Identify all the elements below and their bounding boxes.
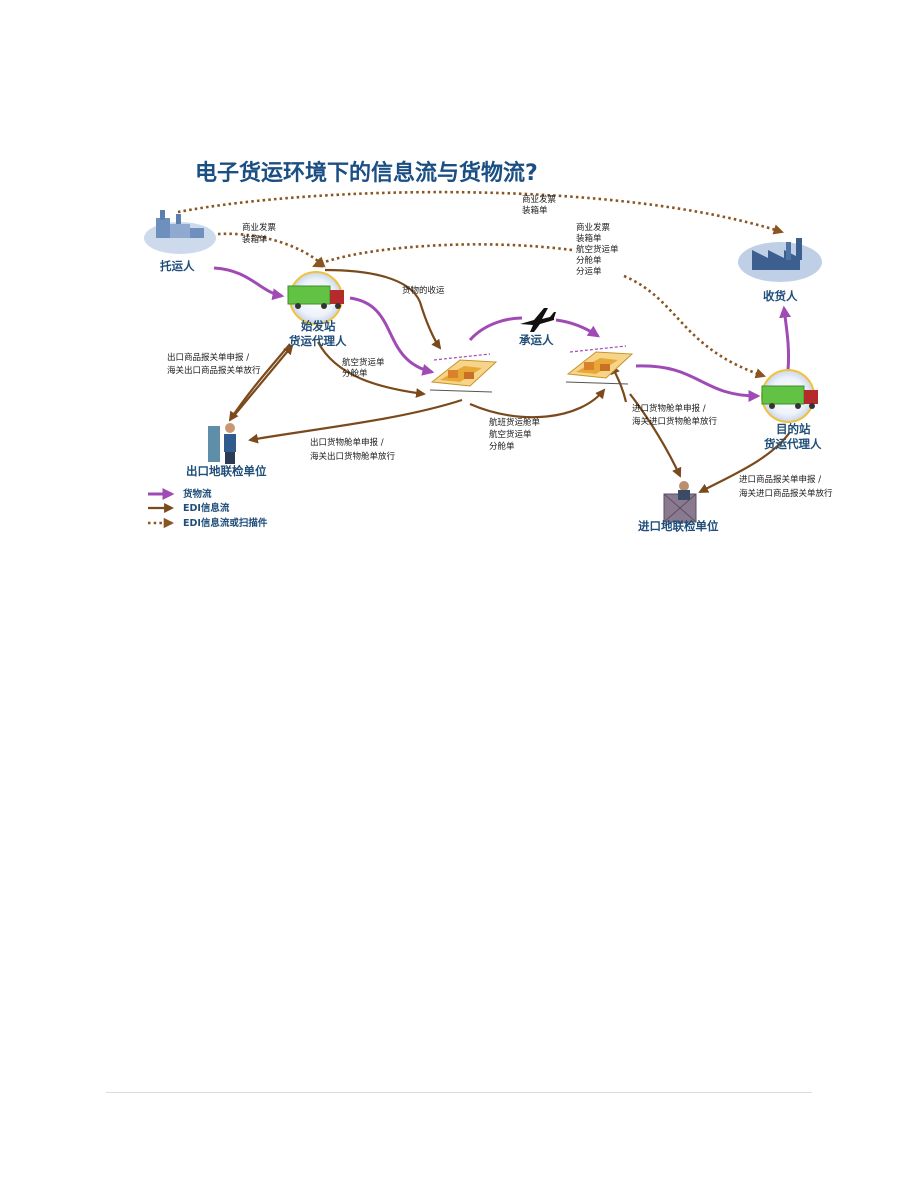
airplane-icon — [520, 308, 556, 332]
label-line: 航空货运单 — [342, 357, 385, 368]
label-line: 分运单 — [576, 266, 602, 277]
airport-hub-icon — [429, 353, 498, 393]
label-origin-to-hub: 航空货运单 分舱单 — [342, 357, 385, 379]
label-line: 商业发票 — [242, 222, 277, 233]
scan-shipper-to-origin — [217, 232, 326, 268]
cargo-hub-to-destination — [635, 364, 761, 402]
edi-receipt-to-hub — [324, 268, 442, 350]
label-right-docs: 商业发票 装箱单 航空货运单 分舱单 分运单 — [576, 222, 619, 277]
edi-destination-to-import — [698, 431, 791, 493]
label-line: 商业发票 — [522, 194, 557, 205]
label-line: 进口货物舱单申报 / — [632, 403, 706, 414]
scan-right-to-destination — [623, 274, 766, 379]
label-line: 航空货运单 — [576, 244, 619, 255]
legend-cargo-label: 货物流 — [182, 488, 212, 500]
cargo-destination-to-consignee — [779, 305, 792, 371]
label-line: 海关出口商品报关单放行 — [167, 365, 261, 376]
node-dest-forwarder: 货运代理人 — [763, 437, 822, 451]
cargo-flow-lines — [213, 266, 792, 402]
label-line: 装箱单 — [242, 234, 268, 245]
label-line: 海关出口货物舱单放行 — [310, 451, 396, 462]
legend-edi-label: EDI信息流 — [183, 502, 230, 514]
label-line: 分舱单 — [576, 255, 602, 266]
edi-hub-to-import — [629, 393, 682, 478]
footer-divider — [106, 1092, 812, 1093]
node-export-inspection: 出口地联检单位 — [186, 464, 267, 478]
node-carrier: 承运人 — [518, 333, 554, 347]
node-consignee: 收货人 — [763, 289, 798, 303]
edi-scan-lines — [177, 190, 784, 379]
label-line: 出口货物舱单申报 / — [310, 437, 384, 448]
label-export-manifest: 出口货物舱单申报 / 海关出口货物舱单放行 — [310, 437, 396, 462]
node-import-inspection: 进口地联检单位 — [638, 519, 719, 533]
airport-hub-icon — [565, 345, 634, 385]
cargo-carrier-to-hub — [555, 318, 600, 338]
inspector-icon — [663, 481, 697, 523]
legend: 货物流 EDI信息流 EDI信息流或扫描件 — [148, 488, 268, 529]
node-origin-forwarder: 货运代理人 — [288, 334, 347, 348]
label-line: 进口商品报关单申报 / — [739, 474, 821, 485]
node-origin-station: 始发站 — [301, 319, 336, 333]
factory-icon — [738, 238, 822, 282]
label-import-customs: 进口商品报关单申报 / 海关进口商品报关单放行 — [739, 474, 833, 499]
edi-origin-to-hub — [317, 341, 426, 398]
diagram-title: 电子货运环境下的信息流与货物流? — [195, 160, 538, 186]
scan-shipper-to-consignee — [177, 190, 784, 235]
label-cargo-receipt: 货物的收运 — [402, 285, 445, 296]
cargo-shipper-to-origin — [213, 266, 285, 301]
factory-icon — [144, 210, 216, 254]
label-line: 航空货运单 — [489, 429, 532, 440]
label-top-docs: 商业发票 装箱单 — [522, 194, 557, 216]
label-line: 装箱单 — [576, 233, 602, 244]
legend-scan-label: EDI信息流或扫描件 — [183, 517, 268, 529]
label-line: 商业发票 — [576, 222, 611, 233]
label-export-customs: 出口商品报关单申报 / 海关出口商品报关单放行 — [167, 352, 261, 376]
cargo-hub-to-carrier — [468, 316, 523, 342]
officer-icon — [208, 423, 236, 464]
label-shipper-docs: 商业发票 装箱单 — [242, 222, 277, 245]
label-line: 海关进口货物舱单放行 — [632, 416, 718, 427]
label-import-manifest: 进口货物舱单申报 / 海关进口货物舱单放行 — [632, 403, 718, 427]
edi-hub-to-hub — [469, 388, 606, 419]
truck-icon — [761, 369, 818, 423]
node-dest-station: 目的站 — [776, 422, 811, 436]
cargo-origin-to-hub — [349, 296, 435, 376]
label-line: 分舱单 — [342, 368, 368, 379]
label-flight-docs: 航班货运舱单 航空货运单 分舱单 — [489, 417, 541, 452]
scan-right-to-origin — [312, 243, 573, 268]
node-shipper: 托运人 — [160, 259, 195, 273]
truck-icon — [287, 271, 344, 325]
label-line: 海关进口商品报关单放行 — [739, 488, 833, 499]
edi-export-to-origin — [231, 344, 294, 419]
label-line: 航班货运舱单 — [489, 417, 541, 428]
label-line: 出口商品报关单申报 / — [167, 352, 249, 363]
edi-hub-to-export — [248, 398, 463, 444]
label-line: 装箱单 — [522, 205, 548, 216]
label-line: 分舱单 — [489, 441, 515, 452]
